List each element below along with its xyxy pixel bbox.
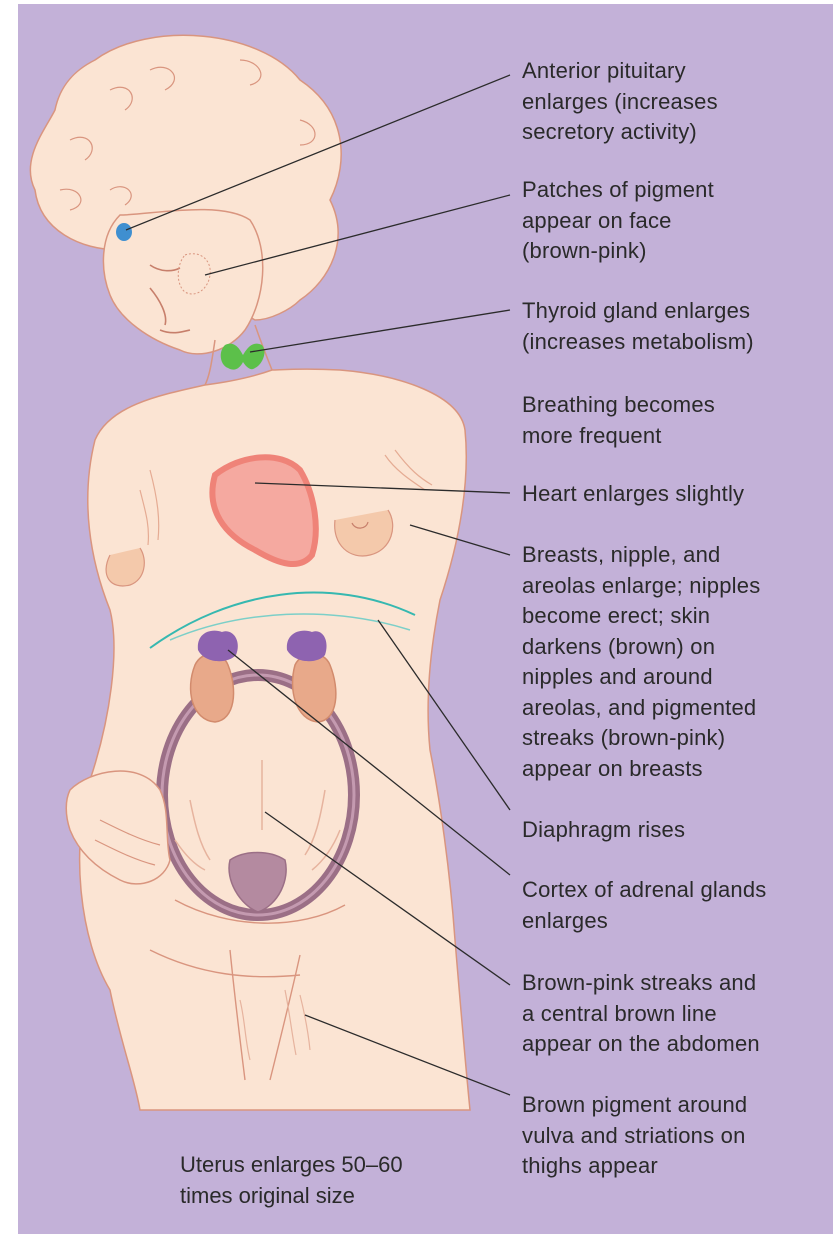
label-adrenal: Cortex of adrenal glands enlarges (522, 875, 822, 936)
thyroid-gland (221, 344, 265, 370)
left-adrenal-gland (198, 631, 238, 662)
label-heart: Heart enlarges slightly (522, 479, 822, 510)
label-face-pigment: Patches of pigment appear on face (brown… (522, 175, 822, 267)
label-diaphragm: Diaphragm rises (522, 815, 822, 846)
caption-uterus: Uterus enlarges 50–60 times original siz… (180, 1150, 500, 1211)
label-abdomen: Brown-pink streaks and a central brown l… (522, 968, 822, 1060)
label-anterior-pituitary: Anterior pituitary enlarges (increases s… (522, 56, 822, 148)
pituitary-marker (116, 223, 132, 241)
left-kidney (191, 654, 234, 722)
label-thyroid: Thyroid gland enlarges (increases metabo… (522, 296, 822, 357)
label-breasts: Breasts, nipple, and areolas enlarge; ni… (522, 540, 822, 784)
label-breathing: Breathing becomes more frequent (522, 390, 822, 451)
label-vulva: Brown pigment around vulva and striation… (522, 1090, 822, 1182)
